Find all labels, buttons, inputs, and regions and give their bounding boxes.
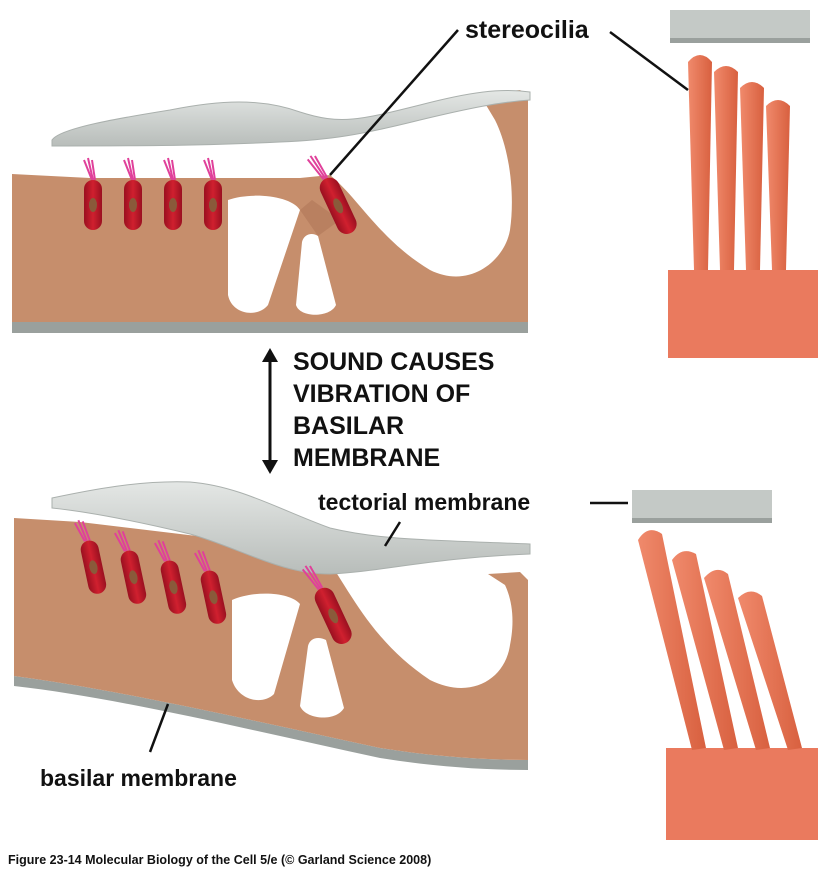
bottom-hair-cell xyxy=(153,539,187,614)
bottom-hair-cells xyxy=(73,519,352,644)
sound-caption: SOUND CAUSES VIBRATION OF BASILAR MEMBRA… xyxy=(293,348,494,472)
top-inner-hair-cell xyxy=(306,155,357,234)
bottom-loop-space xyxy=(410,583,505,668)
bottom-hair-cell xyxy=(73,519,107,594)
bottom-plate xyxy=(632,490,772,522)
basilar-leader xyxy=(148,703,170,753)
bottom-cilia xyxy=(638,530,802,750)
stereocilia-leader-right xyxy=(609,30,689,92)
bottom-basilar-membrane xyxy=(14,676,528,770)
top-cell-body xyxy=(668,270,818,358)
top-stereocilia-closeup xyxy=(668,10,818,358)
top-plate xyxy=(670,10,810,42)
vibration-arrow xyxy=(262,348,278,474)
stereocilia-label: stereocilia xyxy=(465,16,590,44)
bottom-stereocilia-closeup xyxy=(632,490,818,840)
top-hair-cell xyxy=(163,157,182,230)
top-organ-of-corti xyxy=(12,90,531,333)
bottom-tectorial-membrane xyxy=(51,481,531,575)
top-loop-space xyxy=(403,106,501,248)
bottom-hair-cell xyxy=(193,549,227,624)
basilar-membrane-label: basilar membrane xyxy=(40,765,237,791)
sound-line-2: VIBRATION OF xyxy=(293,380,470,408)
top-tectorial-membrane xyxy=(51,90,531,147)
sound-line-3: BASILAR xyxy=(293,412,404,440)
sound-line-4: MEMBRANE xyxy=(293,444,440,472)
top-basilar-membrane xyxy=(12,322,528,333)
bottom-cell-body xyxy=(666,748,818,840)
bottom-inner-hair-cell xyxy=(301,565,352,644)
tectorial-membrane-label: tectorial membrane xyxy=(318,489,530,515)
top-hair-cell xyxy=(123,157,142,230)
sound-line-1: SOUND CAUSES xyxy=(293,348,494,376)
stereocilia-leader xyxy=(329,29,459,176)
top-tissue xyxy=(12,90,528,322)
figure-caption: Figure 23-14 Molecular Biology of the Ce… xyxy=(8,853,431,867)
top-pillar xyxy=(300,200,340,236)
bottom-organ-of-corti xyxy=(14,481,531,770)
top-hair-cell xyxy=(83,157,102,230)
tectorial-leader-left xyxy=(383,521,402,547)
top-hair-cells xyxy=(83,155,357,234)
bottom-hair-cell xyxy=(113,529,147,604)
top-hair-cell xyxy=(203,157,222,230)
top-cilia xyxy=(688,55,790,270)
